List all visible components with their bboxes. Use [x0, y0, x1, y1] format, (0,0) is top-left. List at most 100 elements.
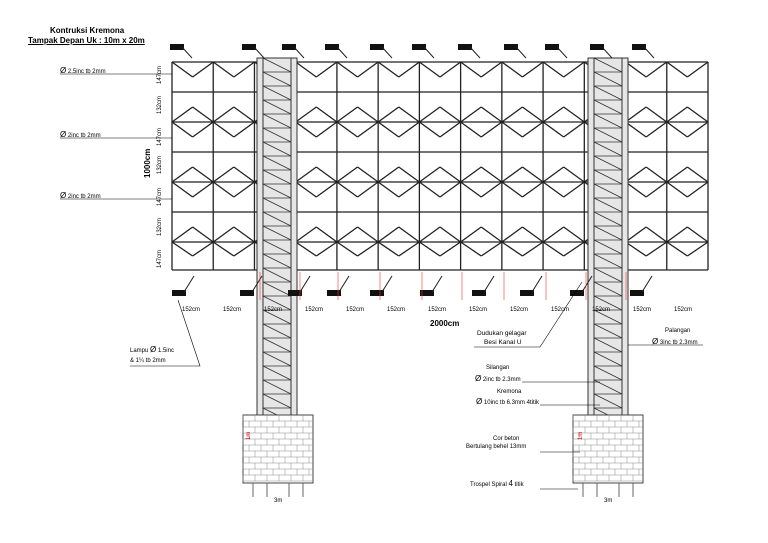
truss-brace — [336, 106, 358, 123]
lamp-arm — [251, 275, 263, 293]
truss-brace — [666, 166, 688, 183]
truss-brace — [687, 121, 709, 138]
column-lacing — [593, 197, 623, 213]
truss-brace — [377, 226, 400, 243]
truss-brace — [336, 181, 358, 198]
drawing-title: Kontruksi Kremona — [50, 26, 125, 35]
truss-brace — [542, 226, 565, 243]
column-lacing — [262, 183, 292, 199]
truss-brace — [522, 166, 544, 183]
pipe-label-top: Ø 2.5inc tb 2mm — [60, 66, 106, 75]
truss-brace — [563, 166, 585, 183]
column-lacing — [262, 211, 292, 227]
truss-brace — [563, 181, 585, 198]
truss-brace — [542, 121, 565, 138]
truss-brace — [480, 241, 503, 257]
lamp-arm — [336, 46, 348, 59]
total-height-label: 1000cm — [143, 148, 152, 178]
lamp-arm — [381, 46, 393, 59]
truss-brace — [233, 166, 255, 183]
truss-brace — [419, 181, 441, 198]
truss-brace — [666, 241, 688, 257]
truss-brace — [315, 181, 338, 198]
lamp-arm — [641, 275, 653, 293]
column-lacing — [262, 113, 292, 129]
drawing-subtitle: Tampak Depan Uk : 10m x 20m — [28, 36, 145, 45]
kremona-extra: 4titik — [526, 400, 539, 406]
column-lacing — [262, 253, 292, 269]
column-lacing — [593, 141, 623, 157]
column-lacing — [262, 99, 292, 115]
truss-brace — [687, 241, 709, 257]
column-lacing — [593, 225, 623, 241]
truss-brace — [563, 241, 585, 257]
lamp-arm — [183, 275, 195, 293]
pipe-spec: 2.5inc tb 2mm — [67, 69, 106, 75]
lamp-arm — [423, 46, 435, 59]
lamp-icon — [472, 290, 486, 296]
truss-brace — [315, 121, 338, 138]
truss-brace — [666, 121, 688, 138]
truss-brace — [439, 121, 461, 138]
truss-brace — [233, 121, 255, 138]
truss-brace — [212, 241, 235, 257]
truss-brace — [171, 106, 193, 123]
column-lacing — [593, 309, 623, 325]
column-lacing — [262, 141, 292, 157]
truss-brace — [563, 106, 585, 123]
column-lacing — [593, 57, 623, 73]
footing-width-left: 3m — [274, 498, 283, 504]
row-height-4: 132cm — [157, 155, 163, 174]
lamp-arm — [381, 275, 393, 293]
lamp-icon — [458, 44, 472, 50]
truss-brace — [233, 226, 255, 243]
truss-brace — [563, 61, 585, 78]
lamp-label: Lampu Ø 1.5inc — [130, 345, 174, 354]
truss-brace — [501, 226, 523, 243]
column-lacing — [593, 211, 623, 227]
diameter-symbol: Ø — [60, 66, 67, 75]
lamp-label-line2: & 1¼ tb 2mm — [130, 358, 166, 364]
truss-brace — [480, 106, 503, 123]
truss-brace — [398, 166, 420, 183]
truss-brace — [377, 181, 400, 198]
kremona-spec-text: 10inc tb 6.3mm — [483, 400, 525, 406]
footing-height-left: 1m — [246, 431, 252, 440]
column-lacing — [262, 351, 292, 367]
diameter-symbol: Ø — [475, 374, 482, 383]
column-lacing — [593, 127, 623, 143]
truss-brace — [336, 226, 358, 243]
lamp-icon — [420, 290, 434, 296]
diameter-symbol: Ø — [60, 130, 67, 139]
column-lacing — [593, 169, 623, 185]
anchor-label: Trospel Spiral 4 titik — [470, 479, 524, 488]
footing-width-right: 3m — [604, 498, 613, 504]
truss-brace — [295, 241, 317, 257]
truss-brace — [439, 226, 461, 243]
column-lacing — [593, 365, 623, 381]
column-lacing — [593, 113, 623, 129]
column-width-13: 152cm — [674, 307, 693, 313]
anchor-text: Trospel Spiral — [470, 482, 507, 488]
truss-brace — [645, 241, 668, 257]
palangan-title: Palangan — [665, 328, 691, 334]
lamp-icon — [590, 44, 604, 50]
truss-brace — [625, 181, 647, 198]
truss-brace — [398, 121, 420, 138]
concrete-label-line2: Bertulang behel 13mm — [466, 444, 527, 450]
lamp-icon — [370, 290, 384, 296]
lamp-icon — [520, 290, 534, 296]
diameter-symbol: Ø — [150, 345, 157, 354]
concrete-footings — [242, 414, 644, 497]
truss-brace — [357, 106, 379, 123]
truss-brace — [192, 226, 214, 243]
column-width-8: 152cm — [469, 307, 488, 313]
truss-brace — [522, 181, 544, 198]
pipe-label-low: Ø 2inc tb 2mm — [60, 191, 101, 200]
lamp-arm — [556, 46, 568, 59]
truss-brace — [192, 61, 214, 78]
lamp-icon — [630, 290, 644, 296]
column-width-7: 152cm — [428, 307, 447, 313]
column-lacing — [262, 71, 292, 87]
lamp-icon — [570, 290, 584, 296]
